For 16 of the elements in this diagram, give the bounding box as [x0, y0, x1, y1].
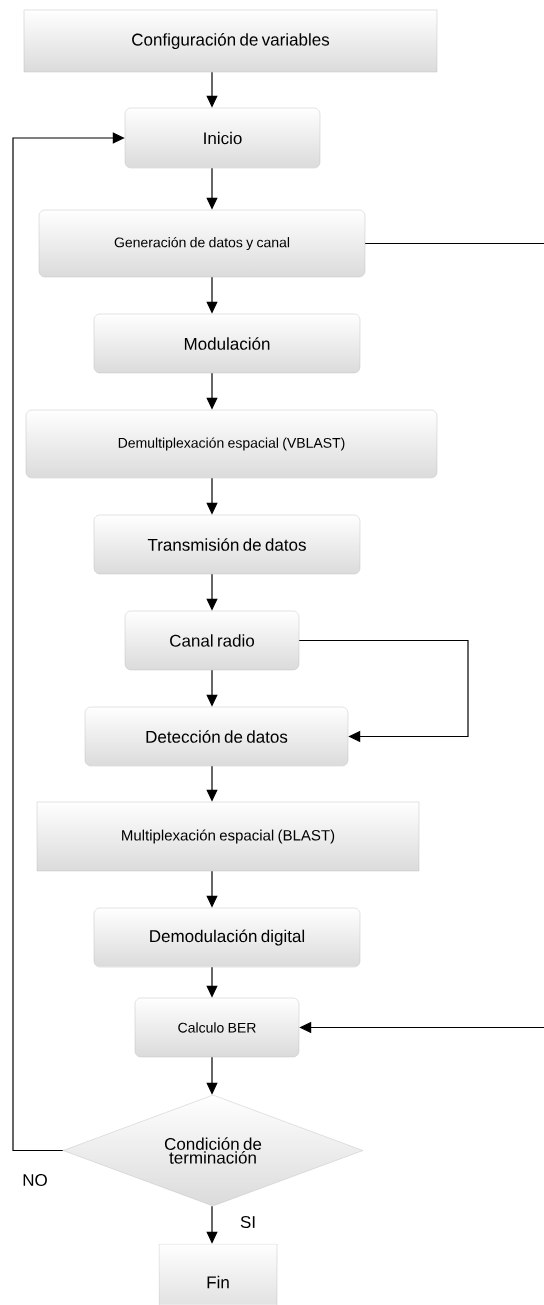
edge-label: NO — [21, 1173, 49, 1188]
process-box: Inicio — [124, 107, 321, 169]
connector-line — [364, 242, 544, 245]
process-box: Configuración de variables — [23, 9, 438, 73]
process-box: Demodulación digital — [93, 907, 361, 968]
process-box: Modulación — [93, 313, 361, 374]
process-box: Transmisión de datos — [93, 514, 361, 575]
process-box: Detección de datos — [84, 706, 349, 767]
edge-label: SI — [238, 1215, 258, 1230]
process-box: Canal radio — [124, 610, 300, 671]
process-box: Generación de datos y canal — [38, 209, 366, 278]
process-box: Multiplexación espacial (BLAST) — [36, 801, 420, 872]
process-box: Fin — [158, 1243, 278, 1305]
arrow — [298, 639, 469, 743]
process-box: Calculo BER — [134, 997, 300, 1058]
process-box: Demultiplexación espacial (VBLAST) — [25, 409, 438, 479]
